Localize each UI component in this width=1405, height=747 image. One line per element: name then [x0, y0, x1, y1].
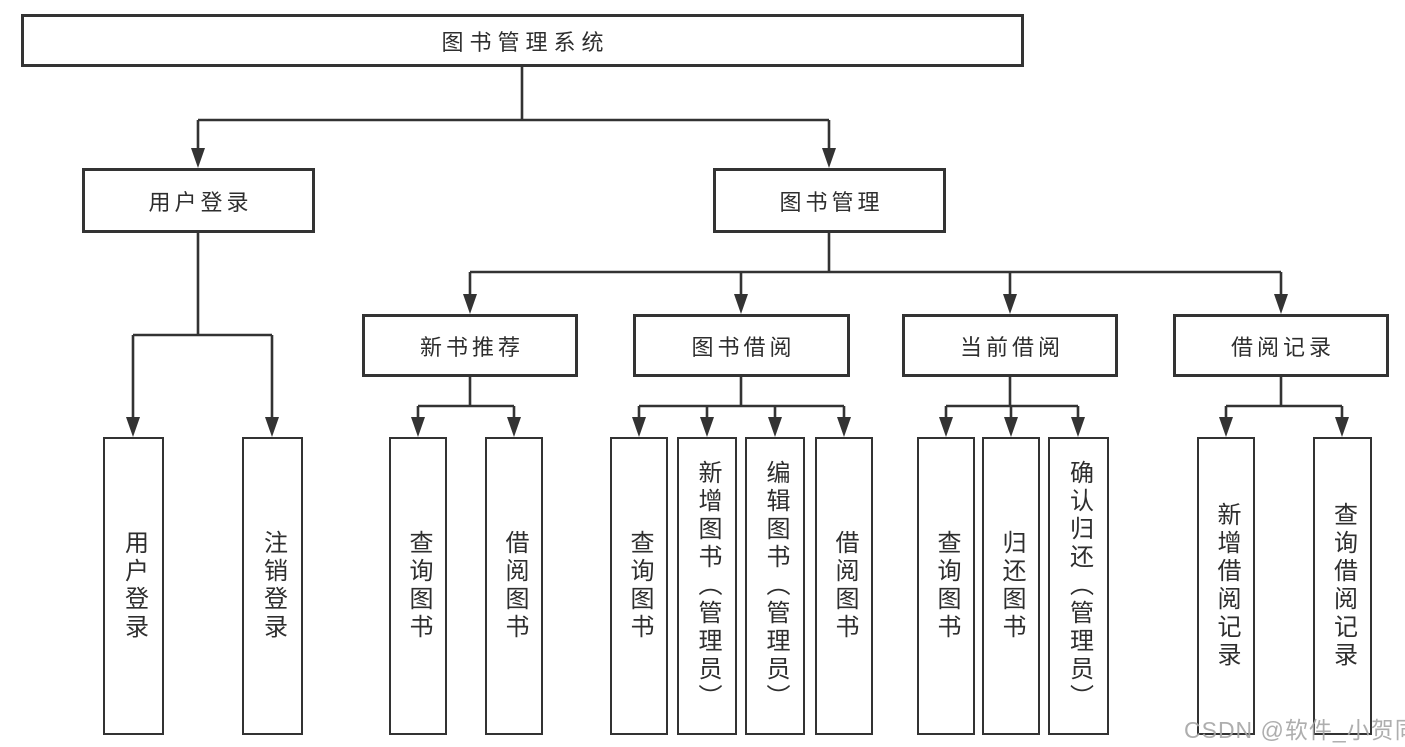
node-borrow-record: 借阅记录	[1173, 314, 1389, 377]
node-book-management: 图书管理	[713, 168, 946, 233]
leaf-query-books-newbook: 查询图书	[389, 437, 447, 735]
node-system-root: 图书管理系统	[21, 14, 1024, 67]
node-current-borrow: 当前借阅	[902, 314, 1118, 377]
leaf-return-books: 归还图书	[982, 437, 1040, 735]
leaf-add-borrow-record: 新增借阅记录	[1197, 437, 1255, 735]
leaf-confirm-return-admin: 确认归还（管理员）	[1048, 437, 1109, 735]
leaf-add-books-admin: 新增图书（管理员）	[677, 437, 737, 735]
leaf-borrow-books: 借阅图书	[815, 437, 873, 735]
leaf-query-books-current: 查询图书	[917, 437, 975, 735]
leaf-user-login: 用户登录	[103, 437, 164, 735]
node-book-borrow: 图书借阅	[633, 314, 850, 377]
node-new-book-recommend: 新书推荐	[362, 314, 578, 377]
leaf-logout: 注销登录	[242, 437, 303, 735]
leaf-query-borrow-record: 查询借阅记录	[1313, 437, 1372, 735]
leaf-query-books-borrow: 查询图书	[610, 437, 668, 735]
watermark-text: CSDN @软件_小贺同学	[1184, 717, 1405, 743]
node-user-login: 用户登录	[82, 168, 315, 233]
leaf-edit-books-admin: 编辑图书（管理员）	[745, 437, 805, 735]
leaf-borrow-books-newbook: 借阅图书	[485, 437, 543, 735]
